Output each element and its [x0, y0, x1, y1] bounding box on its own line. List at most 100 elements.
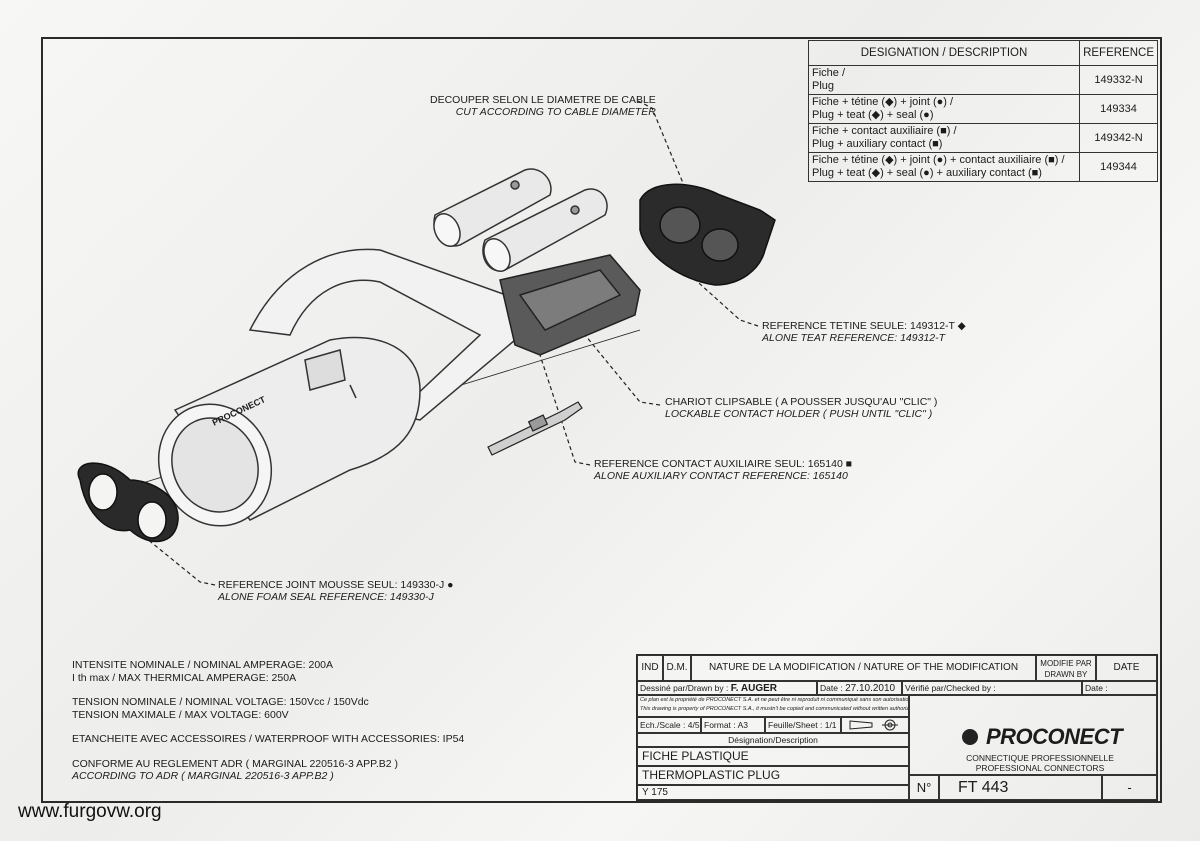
- callout-holder-fr: CHARIOT CLIPSABLE ( A POUSSER JUSQU'AU "…: [665, 396, 938, 408]
- table-row: Fiche + contact auxiliaire (■) /Plug + a…: [807, 123, 1158, 153]
- leader-teat: [689, 274, 759, 327]
- tagline-fr: CONNECTIQUE PROFESSIONNELLE: [966, 753, 1114, 763]
- designation-en: Plug + teat (◆) + seal (●): [812, 109, 934, 121]
- tb-property-en: This drawing is property of PROCONECT S.…: [640, 706, 909, 712]
- callout-seal-fr: REFERENCE JOINT MOUSSE SEUL: 149330-J ●: [218, 579, 454, 591]
- contact-holder-shape: [499, 254, 641, 356]
- callout-seal-en: ALONE FOAM SEAL REFERENCE: 149330-J: [218, 591, 434, 603]
- callout-seal: REFERENCE JOINT MOUSSE SEUL: 149330-J ● …: [218, 579, 453, 603]
- designation-fr: Fiche + contact auxiliaire (■) /: [812, 125, 957, 137]
- proconect-logo: PROCONECT: [962, 724, 1123, 750]
- drawing-frame: [41, 37, 1162, 803]
- table-row: Fiche + tétine (◆) + joint (●) /Plug + t…: [807, 94, 1158, 124]
- leader-cut: [637, 100, 691, 201]
- foam-seal-shape: [77, 462, 179, 543]
- tb-property: Ce plan est la propriété de PROCONECT S.…: [637, 695, 909, 717]
- designation-en: Plug + auxiliary contact (■): [812, 138, 943, 150]
- plug-body-shape: [157, 336, 421, 527]
- designation-en: Plug + teat (◆) + seal (●) + auxiliary c…: [812, 167, 1042, 179]
- reference-cell: 149332-N: [1079, 65, 1158, 95]
- header-reference: REFERENCE: [1079, 40, 1158, 66]
- tb-number: FT 443: [939, 775, 1102, 800]
- callout-holder: CHARIOT CLIPSABLE ( A POUSSER JUSQU'AU "…: [665, 396, 937, 420]
- tb-scale: Ech./Scale : 4/5: [637, 717, 701, 733]
- brand-tagline: CONNECTIQUE PROFESSIONNELLE PROFESSIONAL…: [920, 753, 1160, 773]
- tb-format-label: Format :: [704, 720, 736, 730]
- tb-sheet-label: Feuille/Sheet :: [768, 720, 823, 730]
- tb-property-fr: Ce plan est la propriété de PROCONECT S.…: [640, 697, 909, 703]
- teat-shape: [639, 183, 776, 286]
- tb-ind: IND: [637, 655, 663, 681]
- reference-cell: 149334: [1079, 94, 1158, 124]
- contact-tubes-shape: [433, 168, 608, 272]
- designation-fr: Fiche + tétine (◆) + joint (●) /: [812, 96, 954, 108]
- designation-cell: Fiche + contact auxiliaire (■) /Plug + a…: [807, 123, 1081, 153]
- tb-format-value: A3: [737, 720, 748, 730]
- tb-desc-fr: FICHE PLASTIQUE: [637, 747, 909, 766]
- reference-cell: 149342-N: [1079, 123, 1158, 153]
- tb-code: Y 175: [637, 785, 909, 800]
- designation-fr: Fiche /: [812, 67, 846, 79]
- tb-sheet-value: 1/1: [824, 720, 837, 730]
- tagline-en: PROFESSIONAL CONNECTORS: [975, 763, 1105, 773]
- leader-seal: [129, 524, 216, 586]
- callout-cut-fr: DECOUPER SELON LE DIAMETRE DE CABLE: [430, 94, 656, 106]
- header-designation: DESIGNATION / DESCRIPTION: [807, 40, 1081, 66]
- spec-nominal: INTENSITE NOMINALE / NOMINAL AMPERAGE: 2…: [72, 659, 334, 671]
- spec-thermal: I th max / MAX THERMICAL AMPERAGE: 250A: [72, 671, 297, 684]
- tb-date: 27.10.2010: [845, 683, 896, 694]
- tb-desc-en: THERMOPLASTIC PLUG: [637, 766, 909, 785]
- tb-date-row: Date : 27.10.2010: [817, 681, 902, 695]
- tb-modified-by: MODIFIE PAR DRAWN BY: [1036, 655, 1096, 681]
- tb-format: Format : A3: [701, 717, 765, 733]
- tb-drawn-label: Dessiné par/Drawn by :: [640, 683, 729, 693]
- watermark: www.furgovw.org: [18, 801, 162, 822]
- spec-waterproof: ETANCHEITE AVEC ACCESSOIRES / WATERPROOF…: [72, 733, 465, 745]
- designation-cell: Fiche + tétine (◆) + joint (●) + contact…: [807, 152, 1081, 182]
- designation-fr: Fiche + tétine (◆) + joint (●) + contact…: [812, 154, 1065, 166]
- designation-en: Plug: [812, 80, 835, 92]
- specifications: INTENSITE NOMINALE / NOMINAL AMPERAGE: 2…: [72, 659, 464, 783]
- designation-cell: Fiche /Plug: [807, 65, 1081, 95]
- callout-teat: REFERENCE TETINE SEULE: 149312-T ◆ ALONE…: [762, 320, 966, 344]
- spec-max-voltage: TENSION MAXIMALE / MAX VOLTAGE: 600V: [72, 708, 289, 721]
- tb-scale-value: 4/5: [687, 720, 700, 730]
- tb-date-header: DATE: [1096, 655, 1157, 681]
- tb-date2: Date :: [1082, 681, 1157, 695]
- callout-aux: REFERENCE CONTACT AUXILIAIRE SEUL: 16514…: [594, 458, 852, 482]
- brand-mark-icon: [962, 729, 978, 745]
- title-block: IND D.M. NATURE DE LA MODIFICATION / NAT…: [636, 654, 1158, 801]
- tb-drawn-row: Dessiné par/Drawn by : F. AUGER: [637, 681, 817, 695]
- tb-scale-label: Ech./Scale :: [640, 720, 686, 730]
- tb-drawn-by: F. AUGER: [730, 683, 778, 694]
- tb-index: -: [1102, 775, 1157, 800]
- spec-adr-fr: CONFORME AU REGLEMENT ADR ( MARGINAL 220…: [72, 757, 398, 770]
- tb-number-label: N°: [909, 775, 939, 800]
- tb-nature: NATURE DE LA MODIFICATION / NATURE OF TH…: [691, 655, 1036, 681]
- callout-cut: DECOUPER SELON LE DIAMETRE DE CABLE CUT …: [430, 94, 656, 118]
- spec-adr-en: ACCORDING TO ADR ( MARGINAL 220516-3 APP…: [72, 770, 334, 782]
- projection-symbol-icon: [841, 717, 909, 733]
- table-row: Fiche /Plug 149332-N: [807, 65, 1158, 95]
- callout-aux-fr: REFERENCE CONTACT AUXILIAIRE SEUL: 16514…: [594, 458, 853, 470]
- callout-teat-fr: REFERENCE TETINE SEULE: 149312-T ◆: [762, 320, 966, 332]
- callout-aux-en: ALONE AUXILIARY CONTACT REFERENCE: 16514…: [594, 470, 848, 482]
- leader-aux: [539, 354, 591, 466]
- reference-table-header: DESIGNATION / DESCRIPTION REFERENCE: [807, 40, 1158, 66]
- tb-brand-box: [909, 695, 1157, 775]
- tb-date-label: Date :: [820, 683, 843, 693]
- tb-dm: D.M.: [663, 655, 691, 681]
- auxiliary-contact-shape: [487, 401, 583, 456]
- reference-cell: 149344: [1079, 152, 1158, 182]
- leader-holder: [584, 334, 661, 406]
- tb-designation-label: Désignation/Description: [637, 733, 909, 747]
- spec-voltage: TENSION NOMINALE / NOMINAL VOLTAGE: 150V…: [72, 696, 369, 708]
- reference-table: DESIGNATION / DESCRIPTION REFERENCE Fich…: [807, 40, 1158, 182]
- callout-holder-en: LOCKABLE CONTACT HOLDER ( PUSH UNTIL "CL…: [665, 408, 933, 420]
- designation-cell: Fiche + tétine (◆) + joint (●) /Plug + t…: [807, 94, 1081, 124]
- table-row: Fiche + tétine (◆) + joint (●) + contact…: [807, 152, 1158, 182]
- tb-checked: Vérifié par/Checked by :: [902, 681, 1082, 695]
- callout-teat-en: ALONE TEAT REFERENCE: 149312-T: [762, 332, 946, 344]
- brand-name: PROCONECT: [986, 724, 1123, 749]
